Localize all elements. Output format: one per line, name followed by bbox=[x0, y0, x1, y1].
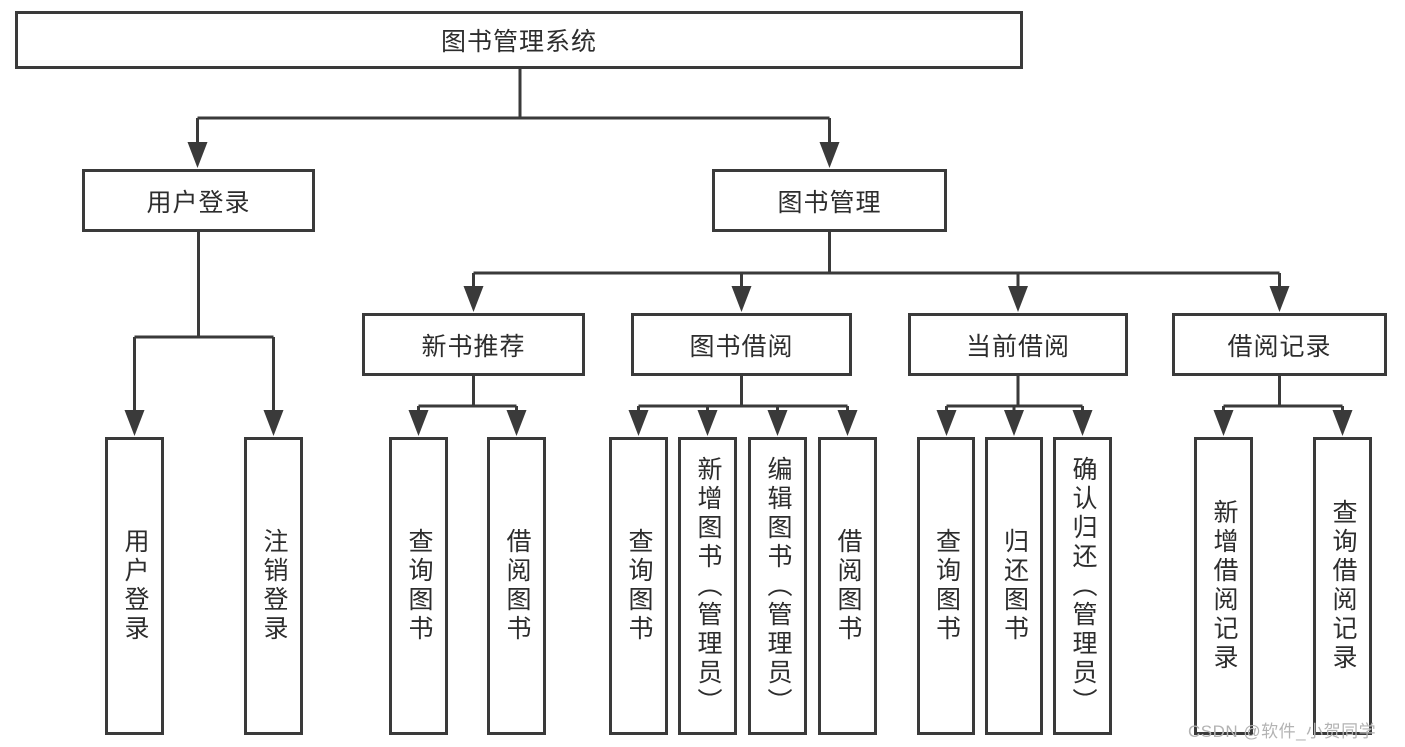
leaf-borrow-books: 借阅图书 bbox=[818, 437, 877, 735]
leaf-query-books-recommend-label: 查询图书 bbox=[405, 528, 433, 644]
node-book-management: 图书管理 bbox=[712, 169, 947, 232]
leaf-borrow-books-label: 借阅图书 bbox=[834, 528, 862, 644]
leaf-logout-login-label: 注销登录 bbox=[260, 528, 288, 644]
csdn-watermark: CSDN @软件_小贺同学 bbox=[1188, 722, 1377, 741]
leaf-add-borrow-record: 新增借阅记录 bbox=[1194, 437, 1253, 735]
leaf-edit-books-admin: 编辑图书（管理员） bbox=[748, 437, 807, 735]
leaf-return-books-label: 归还图书 bbox=[1000, 528, 1029, 644]
node-library-system: 图书管理系统 bbox=[15, 11, 1023, 69]
leaf-query-books-current: 查询图书 bbox=[917, 437, 975, 735]
leaf-logout-login: 注销登录 bbox=[244, 437, 303, 735]
node-current-borrow: 当前借阅 bbox=[908, 313, 1128, 376]
leaf-add-books-admin-label: 新增图书（管理员） bbox=[694, 455, 722, 717]
leaf-user-login-label: 用户登录 bbox=[121, 528, 149, 644]
leaf-query-books-current-label: 查询图书 bbox=[932, 528, 961, 644]
leaf-confirm-return-admin: 确认归还（管理员） bbox=[1053, 437, 1112, 735]
node-book-borrow: 图书借阅 bbox=[631, 313, 852, 376]
node-borrow-records: 借阅记录 bbox=[1172, 313, 1387, 376]
node-new-book-recommend: 新书推荐 bbox=[362, 313, 585, 376]
leaf-add-borrow-record-label: 新增借阅记录 bbox=[1210, 499, 1238, 673]
leaf-query-books-recommend: 查询图书 bbox=[389, 437, 448, 735]
node-user-login: 用户登录 bbox=[82, 169, 315, 232]
leaf-query-books-borrow: 查询图书 bbox=[609, 437, 668, 735]
leaf-return-books: 归还图书 bbox=[985, 437, 1043, 735]
leaf-query-borrow-record: 查询借阅记录 bbox=[1313, 437, 1372, 735]
leaf-query-books-borrow-label: 查询图书 bbox=[625, 528, 653, 644]
leaf-query-borrow-record-label: 查询借阅记录 bbox=[1329, 499, 1357, 673]
leaf-add-books-admin: 新增图书（管理员） bbox=[678, 437, 737, 735]
leaf-confirm-return-admin-label: 确认归还（管理员） bbox=[1069, 455, 1097, 717]
leaf-borrow-books-recommend: 借阅图书 bbox=[487, 437, 546, 735]
leaf-borrow-books-recommend-label: 借阅图书 bbox=[503, 528, 531, 644]
leaf-edit-books-admin-label: 编辑图书（管理员） bbox=[764, 455, 792, 717]
leaf-user-login: 用户登录 bbox=[105, 437, 164, 735]
